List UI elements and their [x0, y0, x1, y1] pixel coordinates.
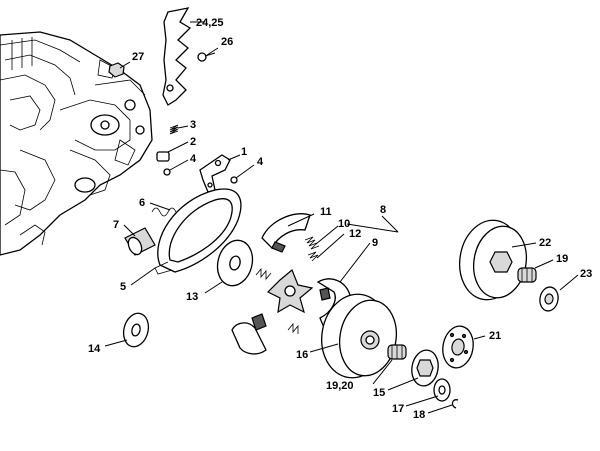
needle-cage-19-20 — [387, 344, 407, 360]
callout-19b: 19 — [556, 253, 568, 265]
callout-26: 26 — [221, 36, 233, 48]
callout-2: 2 — [190, 136, 196, 148]
lever-1 — [199, 154, 231, 193]
leader-lines — [104, 21, 579, 414]
clutch-carrier — [266, 269, 314, 314]
nut-27 — [108, 62, 125, 78]
callout-27: 27 — [132, 51, 144, 63]
callout-5: 5 — [120, 281, 126, 293]
callout-6: 6 — [139, 197, 145, 209]
rim-sprocket-21 — [442, 325, 474, 369]
brake-band-5 — [154, 188, 242, 275]
callout-13: 13 — [186, 291, 198, 303]
callout-4a: 4 — [190, 153, 197, 165]
sleeve-7 — [124, 227, 156, 256]
e-clip-18 — [451, 399, 459, 409]
washer-13 — [216, 239, 254, 287]
needle-cage-19 — [517, 267, 537, 283]
callout-11: 11 — [320, 206, 332, 218]
callout-9: 9 — [372, 237, 378, 249]
spring-3 — [169, 124, 179, 135]
screw-26 — [197, 52, 216, 62]
washer-17 — [433, 378, 451, 402]
callout-1: 1 — [241, 146, 247, 158]
callout-19-20: 19,20 — [326, 380, 354, 392]
callout-23: 23 — [580, 268, 592, 280]
callout-12: 12 — [349, 228, 361, 240]
callout-18: 18 — [413, 409, 425, 421]
spring-small — [255, 267, 272, 281]
washer-14 — [122, 312, 150, 348]
callout-15: 15 — [373, 387, 385, 399]
clutch-shoe-11 — [261, 213, 311, 253]
clutch-shoe-lower — [231, 313, 299, 355]
callout-3: 3 — [190, 119, 196, 131]
clutch-drum-22 — [459, 219, 528, 301]
callout-10: 10 — [338, 218, 350, 230]
callout-21: 21 — [489, 330, 501, 342]
pin-2 — [156, 151, 170, 162]
callout-16: 16 — [296, 349, 308, 361]
callout-24-25: 24,25 — [196, 17, 224, 29]
engine-housing — [0, 31, 153, 256]
callout-17: 17 — [392, 403, 404, 415]
spring-12 — [304, 236, 320, 262]
washer-4b — [230, 176, 238, 184]
washer-4a — [163, 168, 171, 176]
clutch-drum-16 — [321, 293, 398, 379]
callout-8: 8 — [380, 204, 386, 216]
washer-23 — [539, 286, 559, 312]
callout-22: 22 — [539, 237, 551, 249]
callout-labels: 24,25 26 27 3 2 4 1 4 6 7 5 11 10 8 12 9… — [88, 17, 592, 421]
sprocket-15 — [411, 349, 439, 387]
bumper-spike — [162, 7, 192, 106]
callout-14: 14 — [88, 343, 101, 355]
callout-7: 7 — [113, 219, 119, 231]
callout-4b: 4 — [257, 156, 264, 168]
